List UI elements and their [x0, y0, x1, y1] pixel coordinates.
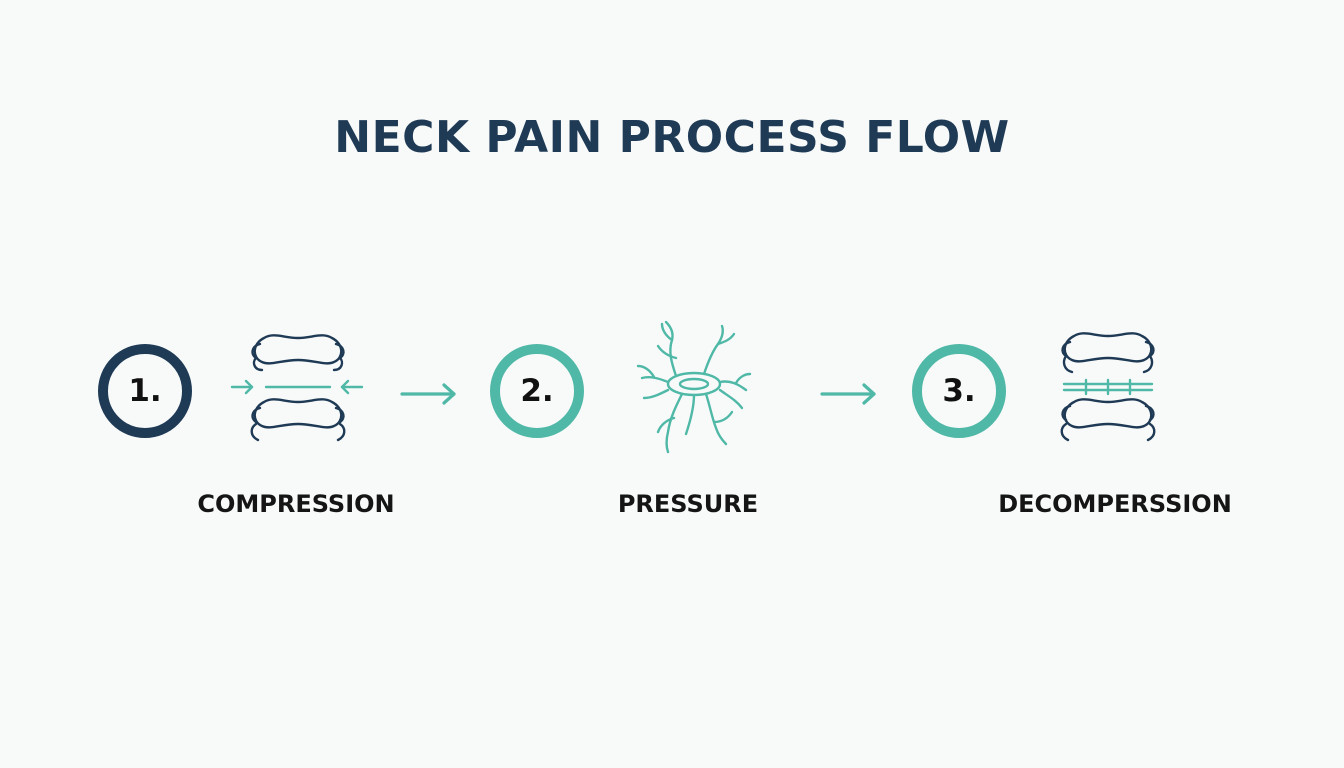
- step-2-number: 2.: [520, 373, 554, 409]
- compressed-vertebrae-icon: [230, 334, 364, 442]
- arrow-right-icon: [400, 383, 456, 405]
- step-3-number: 3.: [942, 373, 976, 409]
- step-1-number: 1.: [128, 373, 162, 409]
- page-title: NECK PAIN PROCESS FLOW: [334, 112, 1010, 163]
- pinched-nerve-icon: [636, 320, 752, 454]
- step-2-label: PRESSURE: [617, 490, 759, 518]
- step-3-number-circle: 3.: [912, 344, 1006, 438]
- step-2-number-circle: 2.: [490, 344, 584, 438]
- step-3-label: DECOMPERSSION: [998, 490, 1232, 518]
- step-1-number-circle: 1.: [98, 344, 192, 438]
- step-1-label: COMPRESSION: [197, 490, 395, 518]
- decompressed-vertebrae-icon: [1060, 332, 1156, 442]
- arrow-right-icon: [820, 383, 876, 405]
